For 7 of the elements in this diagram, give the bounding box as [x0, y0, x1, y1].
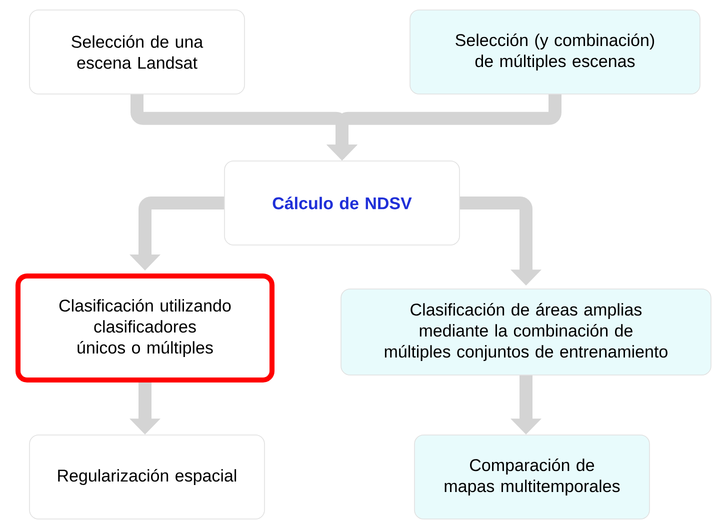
process-box: Clasificación de áreas amplias mediante la combinación de múltiples conjuntos de entrenamiento: [340, 288, 712, 376]
process-box: Regularización espacial: [29, 434, 265, 520]
process-box: Comparación de mapas multitemporales: [414, 434, 650, 520]
process-box: Selección (y combinación) de múltiples escenas: [410, 10, 700, 94]
process-box: Cálculo de NDSV: [224, 160, 460, 246]
highlighted-box: Clasificación utilizando clasificadores únicos o múltiples: [16, 274, 274, 382]
process-box: Selección de una escena Landsat: [29, 10, 245, 94]
